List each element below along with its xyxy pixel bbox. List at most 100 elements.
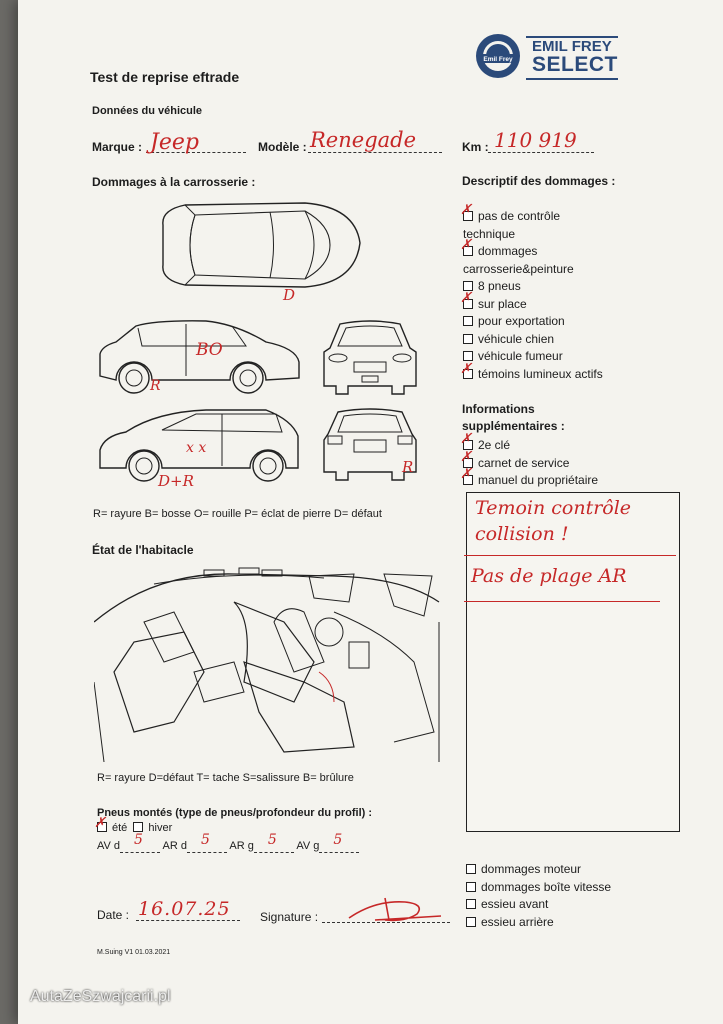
- vehicle-section-title: Données du véhicule: [92, 105, 203, 117]
- checkmark: ✗: [460, 237, 472, 253]
- damage-checkbox[interactable]: [463, 316, 473, 326]
- watermark: AutaZeSzwajcarii.pl: [30, 988, 171, 1005]
- mechanical-item[interactable]: essieu avant: [466, 896, 611, 914]
- body-damage-title: Dommages à la carrosserie :: [92, 175, 256, 189]
- info-item[interactable]: carnet de service: [463, 455, 598, 473]
- modele-value[interactable]: Renegade: [310, 128, 417, 152]
- note-line-3: Pas de plage AR: [471, 565, 627, 587]
- km-value[interactable]: 110 919: [494, 128, 577, 152]
- info-item[interactable]: manuel du propriétaire: [463, 472, 598, 490]
- tire-depth-ar-g-value[interactable]: 5: [267, 832, 277, 848]
- info-checklist: 2e clé carnet de service manuel du propr…: [463, 437, 598, 490]
- damage-mark-bo-side1: BO: [196, 340, 223, 360]
- damage-item[interactable]: sur place: [463, 296, 603, 314]
- signature-line: [322, 922, 450, 923]
- info-title-line1: Informations: [462, 402, 535, 416]
- mechanical-checkbox[interactable]: [466, 899, 476, 909]
- damage-mark-r-rear: R: [402, 458, 414, 476]
- damage-item[interactable]: témoins lumineux actifs: [463, 366, 603, 384]
- mechanical-checkbox[interactable]: [466, 864, 476, 874]
- damage-mark-r-side1: R: [150, 378, 161, 394]
- tire-summer-checkbox[interactable]: [97, 822, 107, 832]
- damage-checkbox[interactable]: [463, 368, 473, 379]
- info-title-line2: supplémentaires :: [462, 419, 565, 433]
- checkmark: ✗: [460, 431, 472, 447]
- tire-winter-label: hiver: [148, 822, 173, 834]
- car-interior-diagram: [94, 567, 440, 762]
- gear-logo-icon: Emil Frey: [476, 34, 520, 78]
- damage-item[interactable]: pas de contrôle: [463, 208, 603, 226]
- tire-summer-label: été: [112, 822, 128, 834]
- car-rear-view-diagram: [323, 408, 417, 481]
- damage-mark-x-side2: x x: [186, 440, 207, 456]
- info-checkbox[interactable]: [463, 440, 473, 450]
- svg-text:Emil Frey: Emil Frey: [483, 56, 513, 63]
- car-front-view-diagram: [323, 320, 417, 395]
- car-top-view-diagram: [162, 202, 361, 288]
- tire-depth-av-g-value[interactable]: 5: [333, 832, 343, 848]
- tire-type-row: été hiver: [97, 822, 172, 834]
- damage-desc-title: Descriptif des dommages :: [462, 174, 616, 188]
- emil-frey-logo: Emil Frey EMIL FREY SELECT: [474, 30, 624, 82]
- checkmark: ✗: [460, 361, 472, 377]
- checkmark: ✗: [460, 449, 472, 465]
- mechanical-checkbox[interactable]: [466, 916, 476, 927]
- modele-line: [308, 152, 442, 153]
- damage-checkbox[interactable]: [463, 298, 473, 309]
- damage-checkbox[interactable]: [463, 246, 473, 256]
- damage-item-continued: carrosserie&peinture: [463, 261, 574, 276]
- mechanical-checkbox[interactable]: [466, 881, 476, 892]
- info-item[interactable]: 2e clé: [463, 437, 598, 455]
- footer-code: M.Suing V1 01.03.2021: [97, 949, 171, 956]
- damage-item[interactable]: pour exportation: [463, 313, 603, 331]
- note-line-2: collision !: [475, 523, 569, 545]
- checkmark: ✗: [460, 202, 472, 218]
- tires-title: Pneus montés (type de pneus/profondeur d…: [97, 807, 373, 819]
- damage-mark-d-top: D: [283, 286, 296, 304]
- tire-summer-checkmark: ✗: [94, 815, 106, 831]
- tire-winter-checkbox[interactable]: [133, 822, 144, 832]
- mechanical-checklist: dommages moteur dommages boîte vitesse e…: [466, 861, 611, 931]
- car-side-right-diagram: [99, 409, 299, 482]
- damage-checkbox[interactable]: [463, 281, 473, 291]
- tire-depth-av-d-label: AV d: [97, 840, 121, 852]
- damage-item-continued: technique: [463, 226, 516, 241]
- logo-line1: EMIL FREY: [532, 38, 612, 55]
- mechanical-item[interactable]: essieu arrière: [466, 914, 611, 932]
- damage-checkbox[interactable]: [463, 333, 473, 344]
- tire-depth-ar-d-value[interactable]: 5: [200, 832, 210, 848]
- marque-label: Marque :: [92, 140, 143, 154]
- damage-item[interactable]: véhicule fumeur: [463, 348, 603, 366]
- body-legend: R= rayure B= bosse O= rouille P= éclat d…: [93, 508, 382, 520]
- checkmark: ✗: [460, 466, 472, 482]
- interior-legend: R= rayure D=défaut T= tache S=salissure …: [97, 772, 354, 784]
- damage-item[interactable]: 8 pneus: [463, 278, 603, 296]
- car-side-left-diagram: [99, 320, 300, 394]
- notes-box[interactable]: Temoin contrôle collision ! Pas de plage…: [464, 492, 680, 832]
- km-label: Km :: [462, 140, 489, 154]
- date-label: Date :: [97, 908, 130, 922]
- date-value[interactable]: 16.07.25: [138, 898, 231, 920]
- marque-value[interactable]: Jeep: [150, 130, 199, 155]
- note-divider: [464, 555, 676, 556]
- tire-depth-ar-d-label: AR d: [162, 840, 187, 852]
- mechanical-item[interactable]: dommages moteur: [466, 861, 611, 879]
- damage-item[interactable]: véhicule chien: [463, 331, 603, 349]
- damage-checkbox[interactable]: [463, 351, 473, 361]
- tire-depth-av-d-value[interactable]: 5: [134, 832, 143, 848]
- marque-line: [146, 152, 246, 153]
- info-checkbox[interactable]: [463, 457, 473, 468]
- note-divider: [464, 601, 660, 602]
- checkmark: ✗: [460, 290, 472, 306]
- mechanical-item[interactable]: dommages boîte vitesse: [466, 879, 611, 897]
- km-line: [488, 152, 594, 153]
- signature-label: Signature :: [260, 910, 319, 924]
- info-checkbox[interactable]: [463, 475, 473, 485]
- damage-item[interactable]: dommages: [463, 243, 603, 261]
- modele-label: Modèle :: [258, 140, 307, 154]
- logo-line2: SELECT: [532, 53, 618, 76]
- damage-checkbox[interactable]: [463, 211, 473, 221]
- note-line-1: Temoin contrôle: [475, 497, 632, 519]
- handwritten-signature[interactable]: [345, 890, 445, 926]
